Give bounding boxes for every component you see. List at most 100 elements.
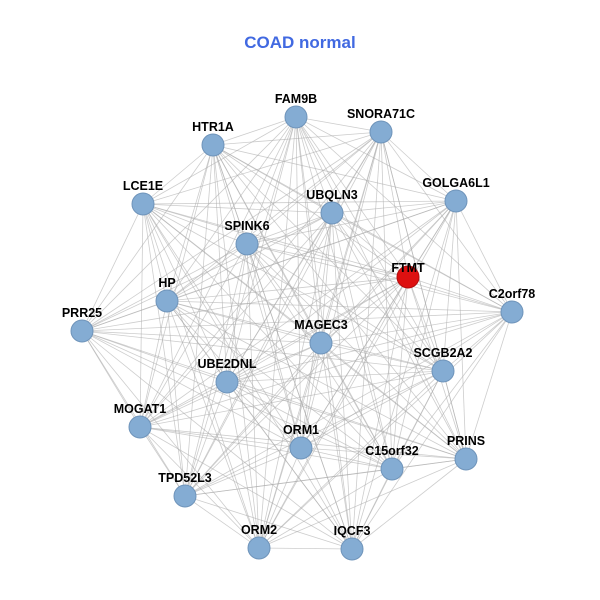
edge: [295, 116, 393, 470]
node-label-MOGAT1: MOGAT1: [114, 402, 167, 416]
edge: [81, 330, 186, 497]
edge: [246, 243, 353, 550]
node-label-ORM2: ORM2: [241, 523, 277, 537]
edge: [142, 203, 513, 313]
edge: [139, 381, 228, 428]
edge: [320, 342, 467, 460]
node-LCE1E: [131, 192, 155, 216]
edge: [184, 495, 353, 550]
edge: [139, 203, 144, 428]
edge: [81, 330, 444, 372]
edge: [258, 468, 393, 549]
edge: [295, 116, 333, 214]
edge: [166, 300, 393, 470]
edge: [142, 203, 467, 460]
edge: [81, 330, 302, 449]
edge: [142, 144, 214, 205]
edge: [258, 547, 353, 550]
node-C15orf32: [380, 457, 404, 481]
edge: [139, 426, 393, 470]
edge: [139, 370, 444, 428]
edge: [442, 200, 457, 372]
node-ORM2: [247, 536, 271, 560]
edge: [258, 311, 513, 549]
edge: [380, 131, 457, 202]
edge: [246, 243, 444, 372]
edge: [184, 447, 302, 497]
edge: [142, 116, 297, 205]
edge: [246, 243, 322, 344]
node-HP: [155, 289, 179, 313]
edge: [331, 212, 467, 460]
edge: [166, 300, 444, 372]
edge: [142, 203, 248, 245]
edge: [212, 144, 457, 202]
edge: [81, 330, 228, 383]
edge: [407, 276, 444, 372]
edges-layer: [81, 116, 513, 550]
edge: [81, 330, 322, 344]
edge: [166, 144, 214, 302]
edge: [455, 200, 467, 460]
edge: [184, 495, 260, 549]
edge: [166, 243, 248, 302]
edge: [295, 116, 467, 460]
edge: [184, 381, 228, 497]
edge: [331, 212, 409, 278]
edge: [226, 381, 302, 449]
edge: [246, 243, 409, 278]
node-UBE2DNL: [215, 370, 239, 394]
edge: [331, 212, 444, 372]
edge: [212, 144, 409, 278]
edge: [226, 243, 248, 383]
edge: [166, 300, 513, 313]
edge: [142, 203, 409, 278]
node-label-LCE1E: LCE1E: [123, 179, 163, 193]
edge: [142, 131, 382, 205]
edge: [258, 447, 302, 549]
edge: [166, 300, 467, 460]
edge: [81, 116, 297, 332]
edge: [142, 203, 333, 214]
edge: [81, 243, 248, 332]
edge: [226, 381, 353, 550]
edge: [442, 370, 467, 460]
edge: [166, 300, 322, 344]
edge: [331, 212, 393, 470]
edge: [226, 381, 260, 549]
node-label-UBQLN3: UBQLN3: [306, 188, 357, 202]
edge: [166, 300, 186, 497]
edge: [166, 212, 333, 302]
edge: [391, 200, 457, 470]
edge: [81, 330, 467, 460]
node-label-IQCF3: IQCF3: [334, 524, 371, 538]
edge: [351, 311, 513, 550]
edge: [226, 381, 467, 460]
node-TPD52L3: [173, 484, 197, 508]
edge: [351, 468, 393, 550]
node-SNORA71C: [369, 120, 393, 144]
node-PRR25: [70, 319, 94, 343]
node-label-SPINK6: SPINK6: [224, 219, 269, 233]
edge: [81, 212, 333, 332]
node-C2orf78: [500, 300, 524, 324]
node-label-UBE2DNL: UBE2DNL: [197, 357, 256, 371]
edge: [139, 200, 457, 428]
edge: [212, 144, 260, 549]
edge: [184, 131, 382, 497]
edge: [295, 116, 457, 202]
node-label-SNORA71C: SNORA71C: [347, 107, 415, 121]
edge: [320, 212, 333, 344]
edge: [380, 131, 513, 313]
edge: [226, 212, 333, 383]
node-label-HP: HP: [158, 276, 175, 290]
node-label-C2orf78: C2orf78: [489, 287, 536, 301]
node-PRINS: [454, 447, 478, 471]
edge: [380, 131, 393, 470]
edge: [320, 342, 444, 372]
edge: [81, 131, 382, 332]
edge: [295, 116, 444, 372]
edge: [139, 116, 297, 428]
